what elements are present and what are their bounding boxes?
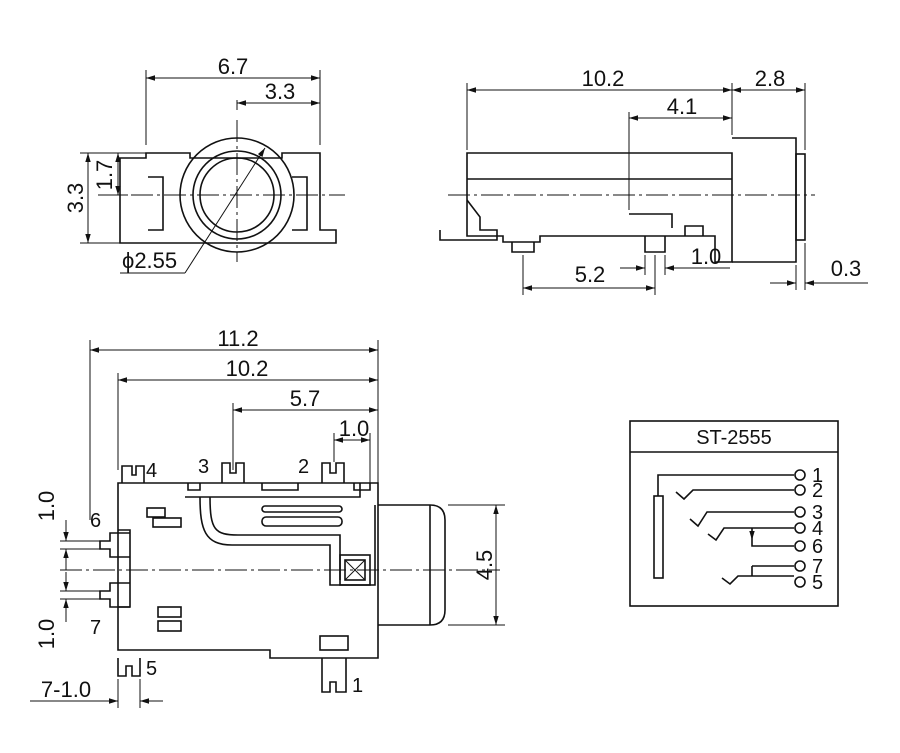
- schematic-pin-5: 5: [812, 572, 823, 594]
- pin-label-5: 5: [146, 658, 157, 680]
- side-pin-gap-dim: 1.0: [691, 244, 722, 269]
- pin-label-1: 1: [352, 675, 363, 697]
- top-view: 11.2 10.2 5.7 1.0 4.5 1.0 1.0 7-1.0 4 3 …: [30, 326, 505, 708]
- front-half-width-dim: 3.3: [265, 79, 296, 104]
- pin-label-3: 3: [198, 456, 209, 478]
- pin-label-6: 6: [90, 510, 101, 532]
- schematic-pin-2: 2: [812, 480, 823, 502]
- front-center-height-dim: 1.7: [92, 160, 117, 191]
- schematic-pin-7: 7: [812, 556, 823, 578]
- side-head-length-dim: 2.8: [755, 66, 786, 91]
- pin-label-4: 4: [146, 460, 157, 482]
- side-face-depth-dim: 0.3: [831, 256, 862, 281]
- schematic-pin-1: 1: [812, 465, 823, 487]
- top-head-width-dim: 4.5: [472, 550, 497, 581]
- pin-label-7: 7: [90, 617, 101, 639]
- schematic-part-number: ST-2555: [696, 427, 772, 449]
- top-left-pin-width-top-dim: 1.0: [34, 491, 59, 522]
- schematic-pin-3: 3: [812, 502, 823, 524]
- schematic-pin-6: 6: [812, 536, 823, 558]
- top-overall-length-dim: 11.2: [217, 326, 258, 351]
- front-diameter-dim: ϕ2.55: [122, 248, 177, 273]
- front-view: 6.7 3.3 3.3 1.7 ϕ2.55: [63, 54, 345, 274]
- pin-label-2: 2: [298, 456, 309, 478]
- top-body-length-dim: 10.2: [226, 356, 269, 381]
- front-width-dim: 6.7: [218, 54, 249, 79]
- side-length-dim: 10.2: [582, 66, 625, 91]
- side-pin-pitch-dim: 5.2: [575, 262, 606, 287]
- top-left-pin-width-bottom-dim: 1.0: [34, 619, 59, 650]
- schematic-pin-4: 4: [812, 518, 823, 540]
- top-pin-span-dim: 5.7: [290, 386, 321, 411]
- top-pin-width-dim: 1.0: [339, 416, 370, 441]
- schematic: ST-2555 1 2 3 4 6 7 5: [629, 420, 839, 607]
- top-pin7-width-dim: 7-1.0: [41, 677, 91, 702]
- front-height-dim: 3.3: [63, 183, 88, 214]
- side-view: 10.2 2.8 4.1 5.2 1.0 0.3: [439, 66, 868, 295]
- side-pin-offset-dim: 4.1: [667, 94, 698, 119]
